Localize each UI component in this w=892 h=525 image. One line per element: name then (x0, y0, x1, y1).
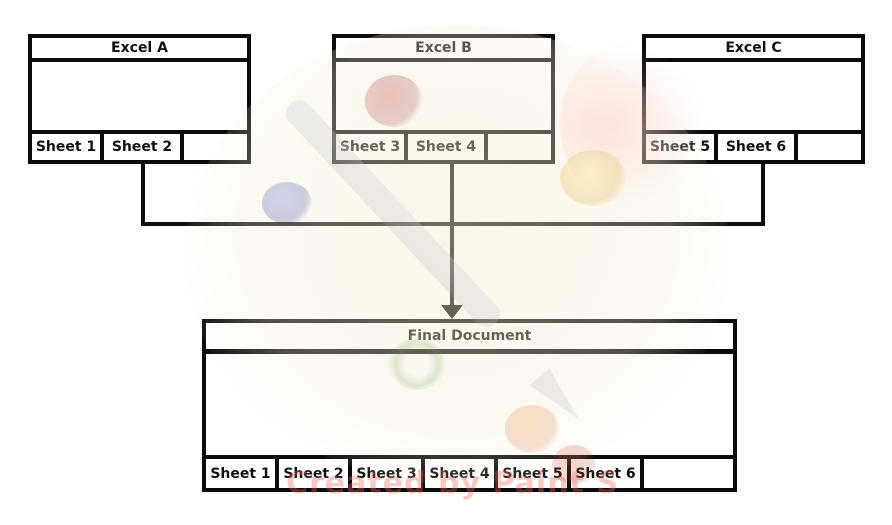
connector-line-right (761, 164, 765, 226)
workbook-box-excel-c: Excel C Sheet 5 Sheet 6 (642, 34, 865, 164)
sheet-tab: Sheet 1 (32, 134, 104, 160)
sheet-tab: Sheet 6 (718, 134, 798, 160)
final-document-box: Final Document Sheet 1 Sheet 2 Sheet 3 S… (202, 319, 737, 492)
sheet-tab: Sheet 3 (336, 134, 408, 160)
workbook-title: Excel B (336, 38, 551, 62)
sheet-tab: Sheet 6 (571, 459, 644, 488)
arrow-down-icon (441, 305, 463, 319)
workbook-body (32, 62, 247, 130)
workbook-box-excel-a: Excel A Sheet 1 Sheet 2 (28, 34, 251, 164)
sheet-tab-empty (644, 459, 733, 488)
sheet-tab: Sheet 2 (279, 459, 352, 488)
workbook-tab-bar: Sheet 3 Sheet 4 (336, 130, 551, 160)
workbook-title: Excel C (646, 38, 861, 62)
paint-blob-yellow-icon (560, 150, 626, 206)
final-document-title: Final Document (206, 323, 733, 354)
workbook-tab-bar: Sheet 5 Sheet 6 (646, 130, 861, 160)
workbook-body (336, 62, 551, 130)
workbook-box-excel-b: Excel B Sheet 3 Sheet 4 (332, 34, 555, 164)
sheet-tab: Sheet 4 (425, 459, 498, 488)
paint-blob-blue-icon (262, 182, 312, 224)
sheet-tab: Sheet 3 (352, 459, 425, 488)
sheet-tab: Sheet 2 (104, 134, 184, 160)
workbook-title: Excel A (32, 38, 247, 62)
final-document-body (206, 354, 733, 455)
workbook-tab-bar: Sheet 1 Sheet 2 (32, 130, 247, 160)
sheet-tab: Sheet 4 (408, 134, 488, 160)
sheet-tab-empty (184, 134, 247, 160)
sheet-tab-empty (488, 134, 551, 160)
sheet-tab-empty (798, 134, 861, 160)
connector-line-merge (141, 222, 765, 226)
sheet-tab: Sheet 5 (498, 459, 571, 488)
sheet-tab: Sheet 5 (646, 134, 718, 160)
sheet-tab: Sheet 1 (206, 459, 279, 488)
connector-line-left (141, 164, 145, 226)
connector-line-middle (450, 164, 454, 310)
workbook-body (646, 62, 861, 130)
final-document-tab-bar: Sheet 1 Sheet 2 Sheet 3 Sheet 4 Sheet 5 … (206, 455, 733, 488)
